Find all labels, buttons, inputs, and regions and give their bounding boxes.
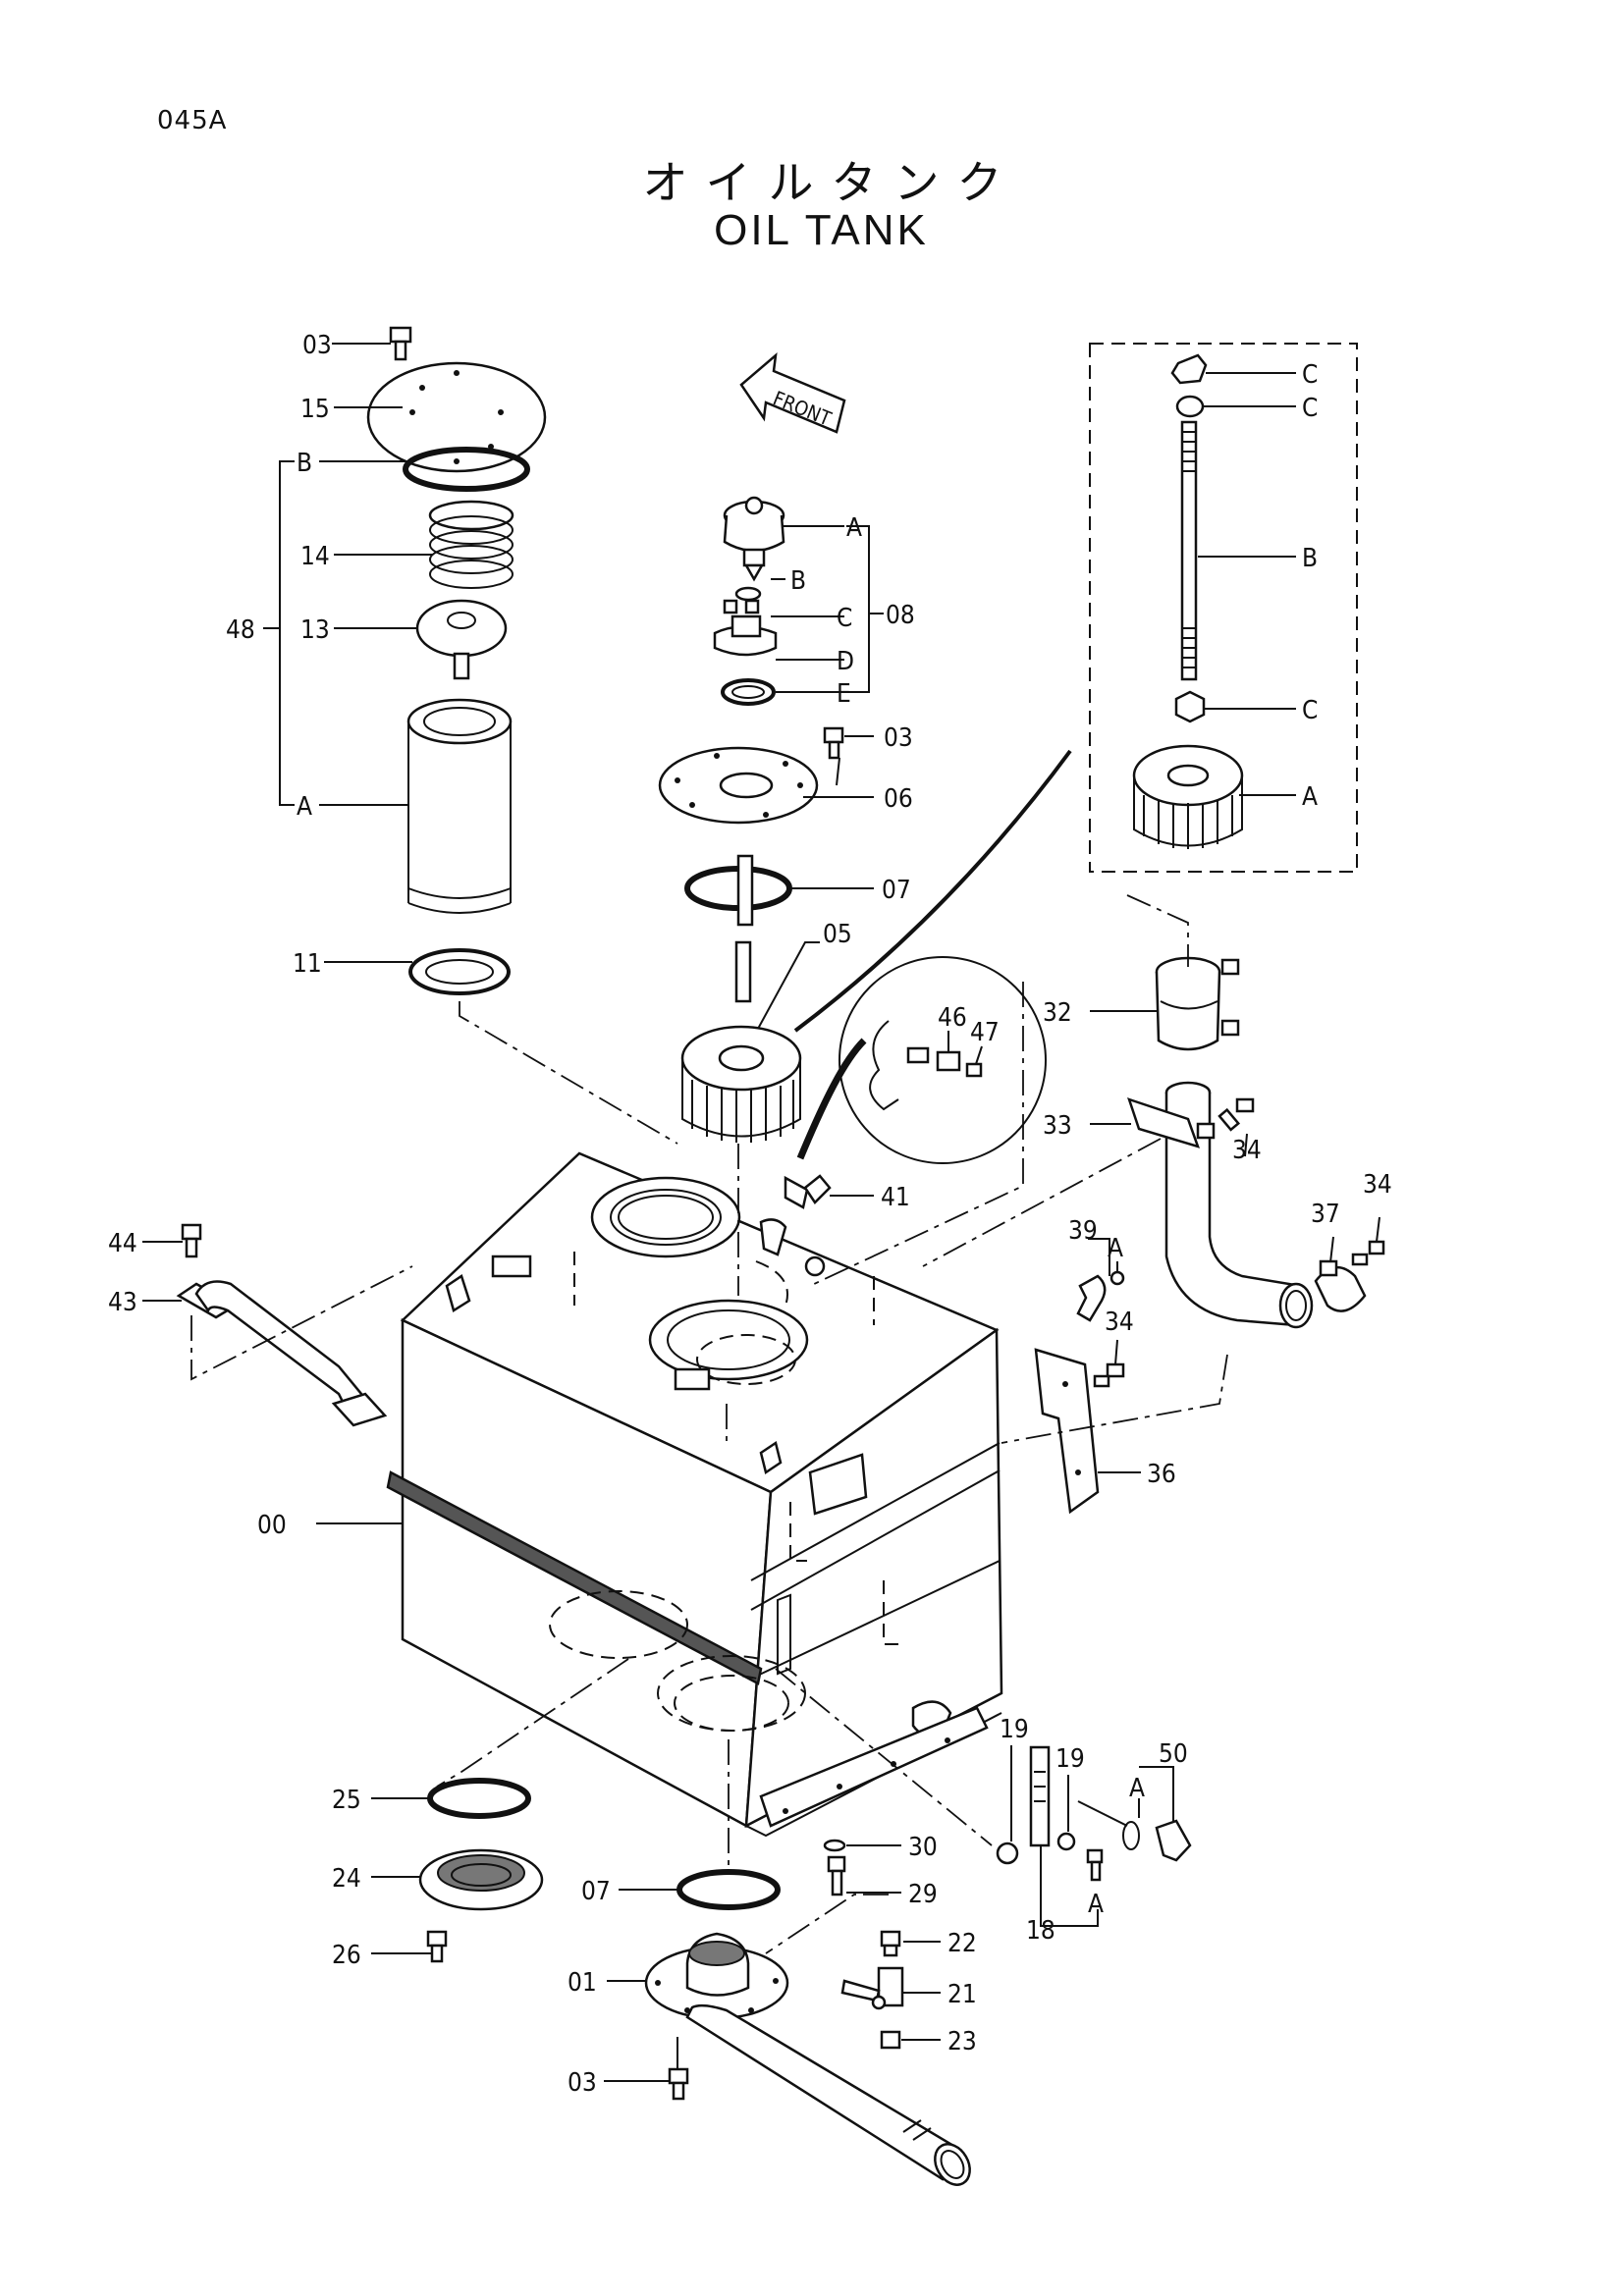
detail-circle (839, 956, 1047, 1164)
filter-callout-lines (263, 343, 432, 963)
callout-03-breather: 03 (884, 723, 913, 753)
callout-detail-C1: C (1302, 360, 1318, 390)
bottom-parts-center (676, 1839, 846, 1910)
level-gauge-parts (996, 1745, 1192, 1882)
handle-parts-43-44 (176, 1223, 388, 1427)
callout-detail-A: A (1302, 782, 1318, 812)
bottom-parts-left (418, 1778, 544, 1963)
callout-03: 03 (302, 331, 332, 360)
callout-34-right: 34 (1363, 1170, 1392, 1200)
callout-36: 36 (1147, 1460, 1176, 1489)
callout-detail-C2: C (1302, 394, 1318, 423)
callout-39: 39 (1068, 1216, 1098, 1246)
callout-15: 15 (300, 395, 330, 424)
callout-07: 07 (882, 876, 911, 905)
tank-body-00 (386, 1151, 1003, 1838)
pipe-callout-lines (1088, 1010, 1380, 1473)
handle-chain-line (190, 1265, 413, 1381)
callout-03-bottom: 03 (568, 2068, 597, 2098)
callout-47: 47 (970, 1018, 1000, 1047)
callout-22: 22 (947, 1929, 977, 1958)
filter-assembly-48 (366, 326, 547, 995)
suction-pipe-01 (644, 1932, 971, 2186)
front-arrow-icon: FRONT (739, 351, 846, 434)
return-pipe-assembly (1034, 956, 1385, 1515)
callout-11: 11 (293, 949, 322, 979)
breather-assembly-08 (658, 496, 844, 1143)
detail-callout-lines (1198, 372, 1296, 796)
page-code: 045A (157, 106, 228, 135)
callout-37: 37 (1311, 1200, 1340, 1229)
callout-01: 01 (568, 1968, 597, 1998)
gauge-callout-lines (1010, 1745, 1174, 1927)
callout-50: 50 (1159, 1739, 1188, 1769)
callout-34-upper: 34 (1232, 1136, 1262, 1165)
callout-B: B (297, 449, 312, 478)
callout-13: 13 (300, 615, 330, 645)
callout-08-E: E (837, 679, 851, 709)
callout-05: 05 (823, 920, 852, 949)
callout-48: 48 (226, 615, 255, 645)
callout-29: 29 (908, 1880, 938, 1909)
callout-06: 06 (884, 784, 913, 814)
title-japanese: オイルタンク (642, 156, 1020, 209)
title-english: OIL TANK (714, 206, 929, 254)
callout-08: 08 (886, 601, 915, 630)
callout-21: 21 (947, 1980, 977, 2009)
callout-41: 41 (881, 1183, 910, 1212)
callout-detail-B: B (1302, 544, 1318, 573)
callout-07-bottom: 07 (581, 1877, 611, 1906)
callout-39-A: A (1108, 1234, 1123, 1263)
detail-box (1089, 343, 1358, 873)
callout-24: 24 (332, 1864, 361, 1894)
callout-50-A: A (1129, 1774, 1145, 1803)
drain-valve-parts (840, 1930, 904, 2050)
fitting-parts-46-47 (869, 1020, 983, 1111)
callout-detail-C3: C (1302, 696, 1318, 725)
callout-08-C: C (837, 604, 852, 633)
callout-00: 00 (257, 1511, 287, 1540)
callout-43: 43 (108, 1288, 137, 1317)
callout-46: 46 (938, 1003, 967, 1033)
callout-18: 18 (1026, 1916, 1055, 1946)
callout-08-B: B (790, 566, 806, 596)
callout-44: 44 (108, 1229, 137, 1258)
callout-26: 26 (332, 1941, 361, 1970)
callout-33: 33 (1043, 1111, 1072, 1141)
callout-08-D: D (837, 647, 854, 676)
callout-32: 32 (1043, 998, 1072, 1028)
callout-18-A: A (1088, 1890, 1104, 1919)
callout-A: A (297, 792, 312, 822)
detail-strainer-parts (1132, 353, 1244, 849)
callout-08-A: A (846, 513, 862, 543)
callout-23: 23 (947, 2027, 977, 2056)
callout-34-lower: 34 (1105, 1308, 1134, 1337)
breather-callout-lines (757, 525, 884, 1030)
callout-25: 25 (332, 1786, 361, 1815)
callout-19-right: 19 (1055, 1744, 1085, 1774)
callout-14: 14 (300, 542, 330, 571)
callout-19-left: 19 (1000, 1715, 1029, 1744)
callout-30: 30 (908, 1833, 938, 1862)
